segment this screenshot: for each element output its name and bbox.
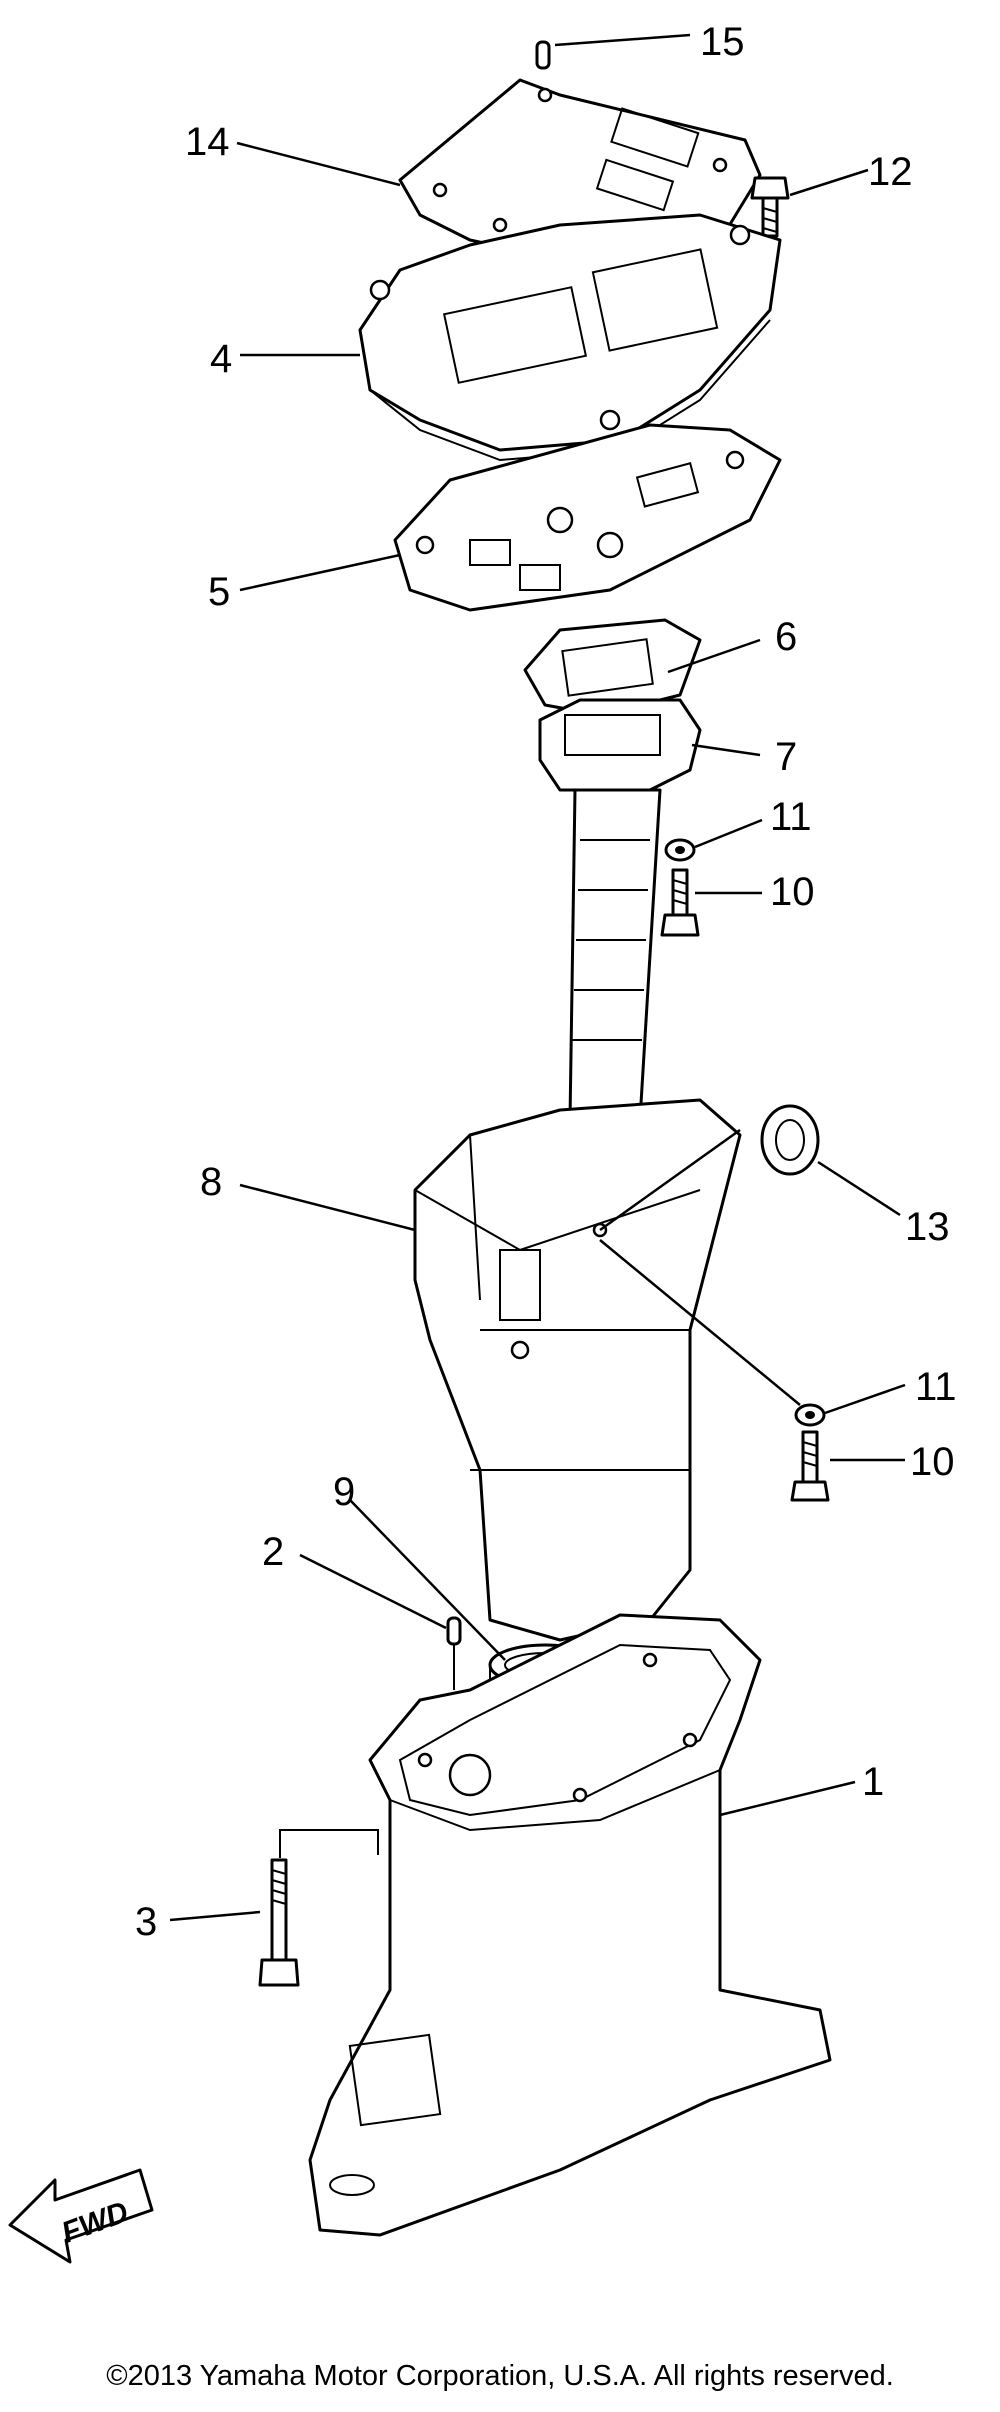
exhaust-manifold-7: [538, 698, 702, 1122]
exhaust-chamber-8: [413, 1098, 742, 1642]
exploded-parts-diagram: 15 14 12 4 5 6 7 11 10 8 13 11 10 9 2 1 …: [8, 20, 957, 2264]
callout-8: 8: [200, 1160, 222, 1204]
callout-1: 1: [862, 1760, 884, 1804]
callout-9: 9: [333, 1470, 355, 1514]
callout-6: 6: [775, 615, 797, 659]
callout-2: 2: [262, 1530, 284, 1574]
gasket-6: [523, 618, 702, 717]
leader-lines: [169, 33, 906, 1922]
callout-11-lower: 11: [915, 1365, 957, 1409]
bolt-10-upper: [660, 868, 700, 937]
callout-13: 13: [905, 1205, 950, 1249]
fwd-arrow-icon: FWD: [8, 2168, 154, 2264]
copyright-notice: ©2013 Yamaha Motor Corporation, U.S.A. A…: [106, 2360, 894, 2392]
callout-14: 14: [185, 120, 230, 164]
gasket-5: [393, 423, 782, 612]
callout-10-lower: 10: [910, 1440, 955, 1484]
dowel-pin-15: [535, 40, 551, 70]
bolt-10-lower: [790, 1430, 830, 1502]
dowel-pin-2: [446, 1616, 462, 1646]
callout-11-upper: 11: [770, 795, 812, 839]
callout-12: 12: [868, 150, 913, 194]
seal-ring-13: [760, 1104, 820, 1176]
upper-casing-4: [358, 213, 782, 462]
bolt-3: [258, 1858, 300, 1987]
callout-5: 5: [208, 570, 230, 614]
callout-10-upper: 10: [770, 870, 815, 914]
washer-11-upper: [664, 838, 696, 862]
bolt-12: [750, 176, 790, 238]
bolt-3-bracket: [279, 1829, 379, 1858]
callout-4: 4: [210, 337, 232, 381]
callout-3: 3: [135, 1900, 157, 1944]
callout-15: 15: [700, 20, 745, 64]
callout-7: 7: [775, 735, 797, 779]
upper-casing-1: [308, 1613, 832, 2237]
washer-11-lower: [794, 1403, 826, 1427]
